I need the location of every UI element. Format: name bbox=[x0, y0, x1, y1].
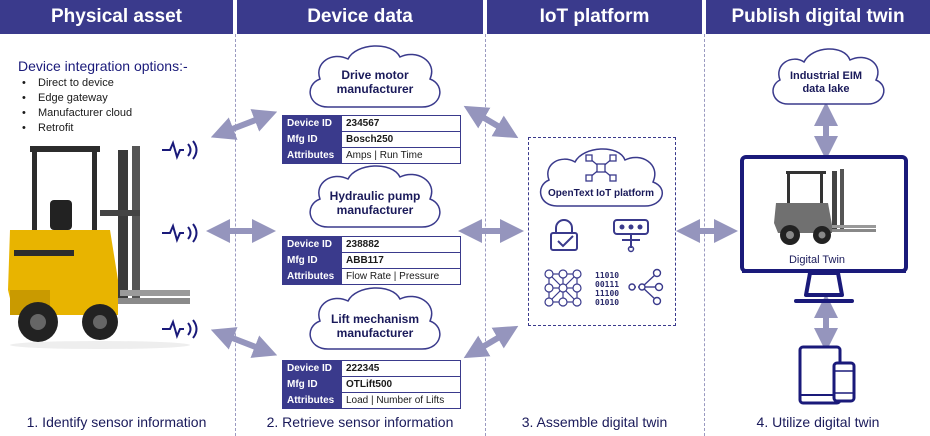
table-value: Amps | Run Time bbox=[341, 147, 461, 164]
iot-platform-label: OpenText IoT platform bbox=[548, 188, 654, 199]
header-publish-digital-twin: Publish digital twin bbox=[706, 0, 930, 34]
device-name-drive-motor: Drive motor manufacturer bbox=[336, 68, 414, 96]
data-lake-label: Industrial EIM data lake bbox=[789, 70, 863, 95]
forklift-illustration bbox=[8, 146, 190, 349]
binary-line: 00111 bbox=[595, 280, 620, 289]
option-item: Retrofit bbox=[22, 121, 132, 136]
sensor-signal-icon bbox=[162, 140, 198, 160]
cloud-shape bbox=[309, 165, 441, 228]
table-key: Mfg ID bbox=[282, 252, 342, 269]
option-item: Edge gateway bbox=[22, 91, 132, 106]
digital-twin-forklift bbox=[774, 169, 876, 245]
table-value: Flow Rate | Pressure bbox=[341, 268, 461, 285]
tablet-phone-icon bbox=[798, 345, 856, 405]
binary-line: 11100 bbox=[595, 289, 620, 298]
binary-line: 01010 bbox=[595, 298, 620, 307]
device-module-icon bbox=[613, 219, 649, 253]
binary-line: 11010 bbox=[595, 271, 620, 280]
cloud-shape bbox=[539, 148, 663, 207]
arrow-device3-iot bbox=[463, 325, 519, 359]
lock-check-icon bbox=[550, 219, 578, 251]
header-iot-platform: IoT platform bbox=[487, 0, 702, 34]
device-name-lift-mechanism: Lift mechanism manufacturer bbox=[330, 312, 420, 340]
header-physical-asset: Physical asset bbox=[0, 0, 233, 34]
network-node-icon bbox=[585, 154, 617, 182]
digital-twin-label: Digital Twin bbox=[788, 254, 846, 266]
table-value: Load | Number of Lifts bbox=[341, 392, 461, 409]
table-value: 238882 bbox=[341, 236, 461, 253]
sensor-signal-icon bbox=[162, 223, 198, 243]
arrow-sensor1-device1 bbox=[210, 109, 278, 140]
table-key: Attributes bbox=[282, 147, 342, 164]
table-key: Mfg ID bbox=[282, 131, 342, 148]
option-item: Manufacturer cloud bbox=[22, 106, 132, 121]
table-key: Mfg ID bbox=[282, 376, 342, 393]
arrow-sensor3-device3 bbox=[210, 327, 278, 358]
table-key: Device ID bbox=[282, 360, 342, 377]
footer-step-1: 1. Identify sensor information bbox=[26, 414, 207, 430]
integration-options-list: Direct to device Edge gateway Manufactur… bbox=[22, 76, 132, 136]
table-key: Attributes bbox=[282, 392, 342, 409]
footer-step-4: 4. Utilize digital twin bbox=[756, 414, 880, 430]
sensor-signal-icon bbox=[162, 319, 198, 339]
header-device-data: Device data bbox=[237, 0, 483, 34]
table-key: Attributes bbox=[282, 268, 342, 285]
footer-step-3: 3. Assemble digital twin bbox=[521, 414, 668, 430]
table-key: Device ID bbox=[282, 236, 342, 253]
device-name-hydraulic-pump: Hydraulic pump manufacturer bbox=[329, 189, 421, 217]
share-nodes-icon bbox=[628, 268, 664, 306]
cloud-shape bbox=[309, 45, 441, 108]
table-value: 234567 bbox=[341, 115, 461, 132]
cloud-shape bbox=[309, 287, 441, 350]
arrow-device1-iot bbox=[463, 105, 519, 139]
table-value: OTLift500 bbox=[341, 376, 461, 393]
iot-platform-box bbox=[528, 137, 676, 326]
integration-options-title: Device integration options:- bbox=[18, 58, 188, 74]
table-value: 222345 bbox=[341, 360, 461, 377]
table-value: Bosch250 bbox=[341, 131, 461, 148]
cloud-shape bbox=[772, 48, 885, 105]
option-item: Direct to device bbox=[22, 76, 132, 91]
table-value: ABB117 bbox=[341, 252, 461, 269]
neural-network-icon bbox=[544, 269, 582, 307]
footer-step-2: 2. Retrieve sensor information bbox=[266, 414, 454, 430]
table-key: Device ID bbox=[282, 115, 342, 132]
